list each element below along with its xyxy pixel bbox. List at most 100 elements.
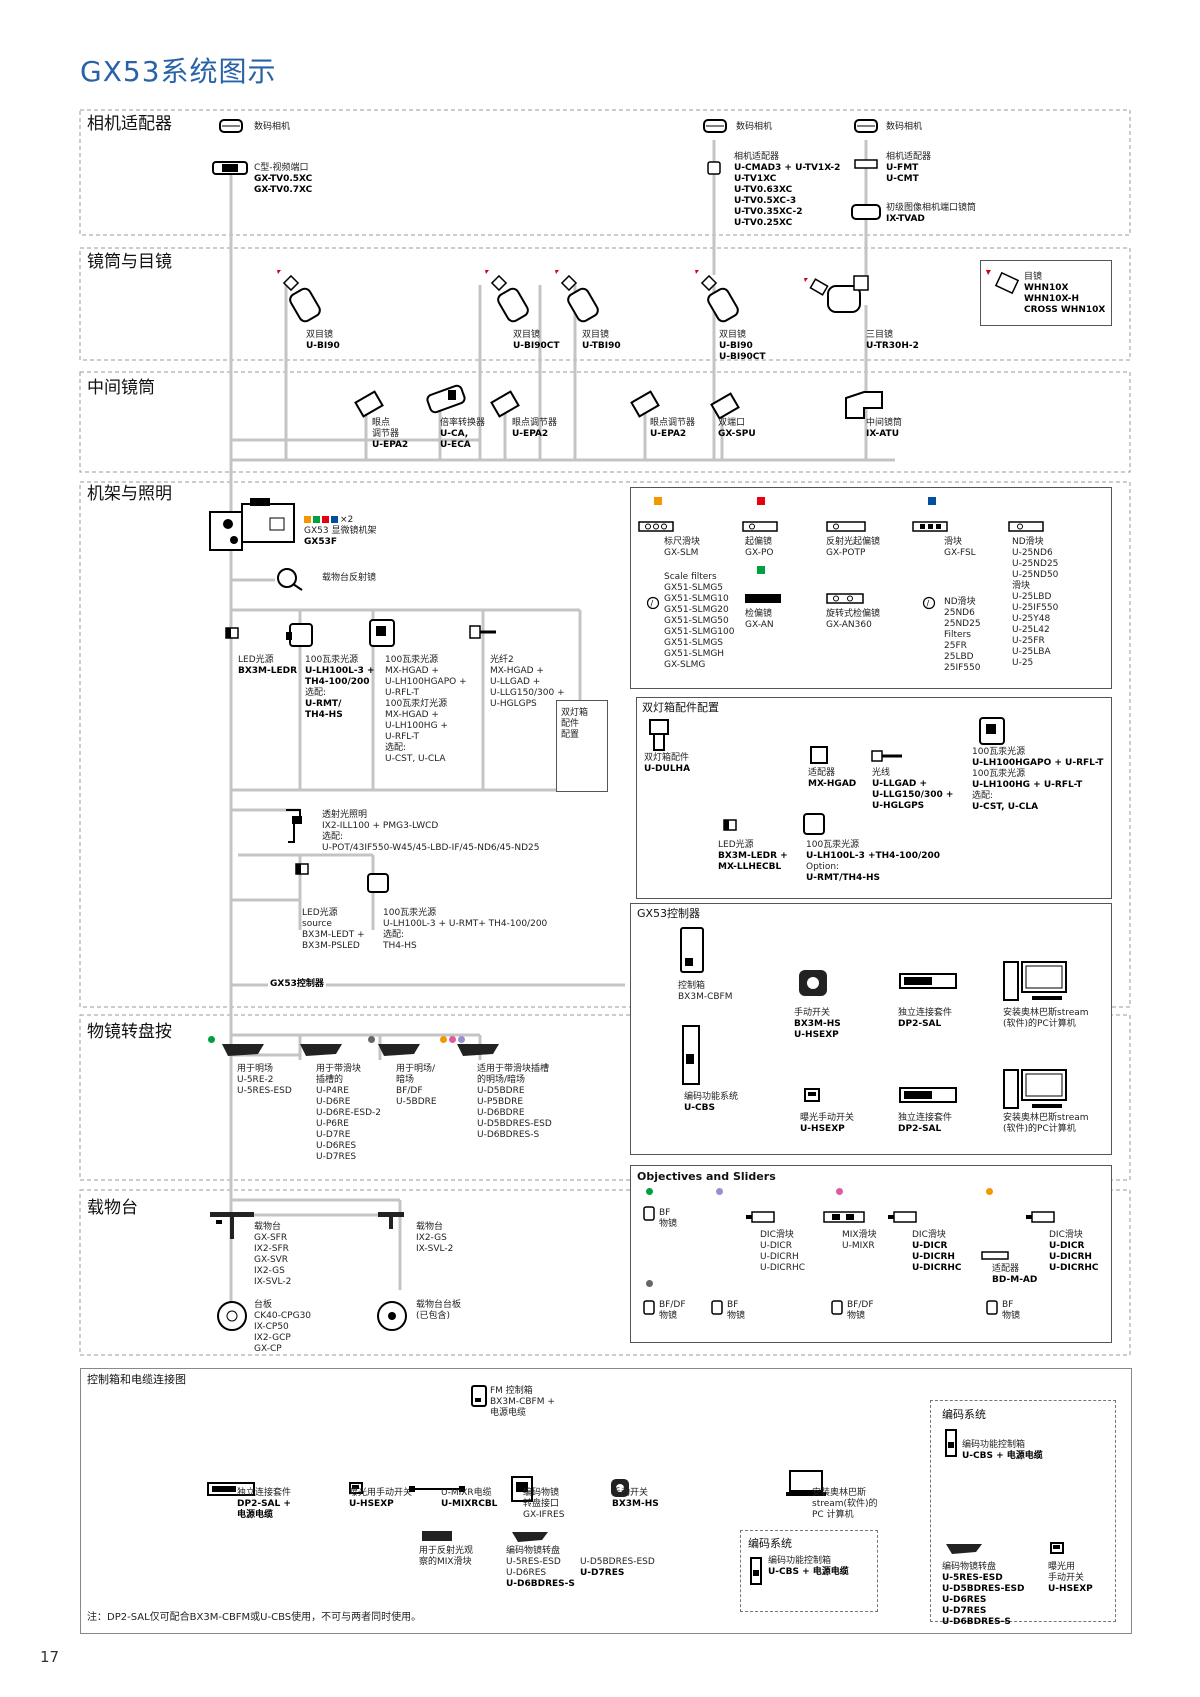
hg-l1: 100瓦汞光源 (305, 655, 359, 665)
thg-l2: U-LH100L-3 + U-RMT+ TH4-100/200 (383, 919, 548, 929)
list-line: U-MIXR电缆 (441, 1488, 492, 1498)
orange-dot-icon (440, 1036, 447, 1043)
dual-led-l3: MX-LLHECBL (718, 862, 782, 872)
list-line: U-D5BDRES-ESD (580, 1557, 655, 1567)
list-line: U-D6BDRES-S (942, 1617, 1011, 1627)
dual-hg-l5: 选配: (972, 791, 994, 801)
list-line: U-DICRHC (760, 1263, 806, 1273)
dual-hg-l3: 100瓦汞光源 (972, 769, 1026, 779)
objectives-box (630, 1165, 1112, 1343)
objective-icon (711, 1300, 723, 1315)
hg2-l8: U-RFL-T (385, 732, 420, 742)
thg-l4: TH4-HS (383, 941, 417, 951)
mercury-lamp-icon (367, 873, 389, 893)
list-line: 电源电缆 (237, 1510, 274, 1520)
list-line: U-DICRH (912, 1252, 955, 1262)
list-line: 手动开关 (612, 1488, 649, 1498)
tube2-l2: U-BI90CT (513, 341, 560, 351)
gray-dot-icon (368, 1036, 375, 1043)
mercury-lamp-icon (803, 813, 825, 835)
list-line: Scale filters (664, 572, 717, 582)
footnote: 注：DP2-SAL仅可配合BX3M-CBFM或U-CBS使用，不可与两者同时使用… (87, 1612, 422, 1623)
eyepoint-adjuster-icon (630, 390, 660, 418)
mercury-lamp-apo-icon (979, 717, 1005, 745)
ctrl-l2: BX3M-CBFM (678, 992, 733, 1002)
list-line: stream(软件)的 (812, 1499, 878, 1509)
transmitted-illuminator-icon (286, 809, 302, 843)
list-line: IX-SVL-2 (416, 1244, 454, 1254)
green-marker-icon (757, 566, 765, 574)
frame-l2: GX53F (304, 537, 337, 547)
frame-l1: GX53 显微镜机架 (304, 526, 377, 536)
list-line: GX51-SLMG100 (664, 627, 735, 637)
hg-l3: TH4-100/200 (305, 677, 370, 687)
list-line: U-5RES-ESD (942, 1573, 1003, 1583)
list-line: U-25ND6 (1012, 548, 1053, 558)
rotating-analyzer-icon (826, 593, 864, 604)
inter3-l2: U-EPA2 (512, 429, 549, 439)
objective-icon (643, 1206, 655, 1221)
list-line: U-DICR (1049, 1241, 1085, 1251)
adapter3-l1: 相机适配器 (886, 152, 932, 162)
nosepiece-icon (222, 1044, 264, 1056)
list-line: 插槽的 (316, 1075, 344, 1085)
pc-l1: 安装奥林巴斯stream (1003, 1008, 1089, 1018)
stage-icon (210, 1212, 254, 1239)
controller-box-title: GX53控制器 (637, 907, 701, 920)
list-line: GX-SVR (254, 1255, 289, 1265)
hs-l3: U-HSEXP (794, 1030, 839, 1040)
fiber-l3: U-LLGAD + (490, 677, 541, 687)
list-line: U-D7RES (316, 1152, 357, 1162)
dual-tag-l3: 配置 (561, 730, 580, 740)
gray-dot-icon (646, 1280, 653, 1287)
list-line: GX51-SLMG5 (664, 583, 724, 593)
hg2-l3: U-LH100HGAPO + (385, 677, 467, 687)
list-line: 曝光用 (1048, 1562, 1076, 1572)
list-line: U-D6RE-ESD-2 (316, 1108, 381, 1118)
list-line: 编码物镜转盘 (506, 1546, 561, 1556)
c-mount-l1: C型-视频端口 (254, 163, 309, 173)
inter2-l3: U-ECA (440, 440, 471, 450)
svg-text:/: / (927, 599, 930, 608)
list-line: CK40-CPG30 (254, 1311, 312, 1321)
intermediate-tube-icon (845, 391, 883, 419)
fiber-l2: MX-HGAD + (490, 666, 544, 676)
list-line: 安装奥林巴斯 (812, 1488, 867, 1498)
list-line: (已包含) (416, 1311, 451, 1321)
svg-text:/: / (651, 599, 654, 608)
encoder-system-box-1 (740, 1530, 878, 1612)
fm-control-box-icon (471, 1385, 487, 1407)
slider2-l2: GX-PO (745, 548, 774, 558)
stage-reflector-label: 载物台反射镜 (322, 573, 377, 583)
list-line: U-MIXR (842, 1241, 875, 1251)
dual-hg2-l4: U-RMT/TH4-HS (806, 873, 881, 883)
list-line: 物镜 (847, 1311, 866, 1321)
camera-adapter-icon (707, 161, 721, 175)
list-line: 物镜 (727, 1311, 746, 1321)
dual-acc-l1: 双灯箱配件 (644, 753, 690, 763)
list-line: U-CBS + 电源电缆 (768, 1567, 849, 1577)
pc-computer-icon (786, 1470, 826, 1496)
list-line: PC 计算机 (812, 1510, 854, 1520)
exposure-switch-icon (804, 1088, 820, 1102)
dual-led-l1: LED光源 (718, 840, 754, 850)
list-line: BF (659, 1208, 671, 1218)
nosepiece-icon (378, 1044, 420, 1056)
list-line: IX2-GS (416, 1233, 447, 1243)
cbs-l1: 编码功能系统 (684, 1092, 739, 1102)
inter4-l2: U-EPA2 (650, 429, 687, 439)
scale-slider-icon (638, 521, 674, 532)
list-line: U-5RES-ESD (506, 1557, 561, 1567)
list-line: 暗场 (396, 1075, 415, 1085)
